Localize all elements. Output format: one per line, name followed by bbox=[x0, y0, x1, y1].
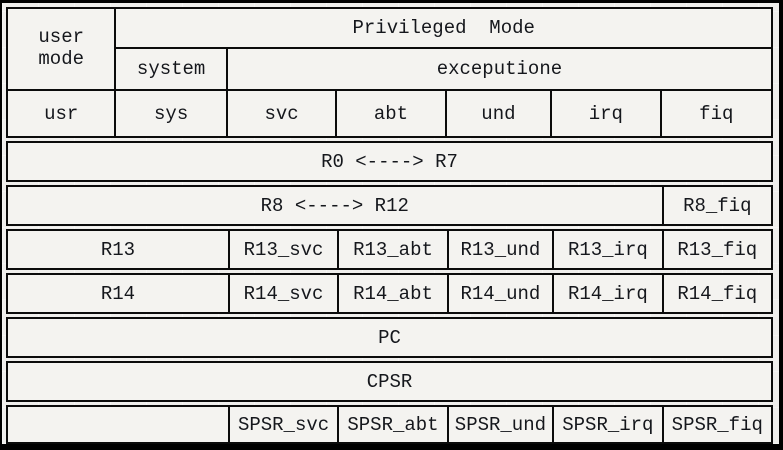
cell-mode-svc: svc bbox=[227, 91, 338, 136]
cell-exception: exceputione bbox=[227, 49, 771, 91]
register-row-spsr: SPSR_svc SPSR_abt SPSR_und SPSR_irq SPSR… bbox=[6, 405, 773, 444]
cell-privileged-mode: Privileged Mode bbox=[116, 9, 771, 49]
cell-cpsr: CPSR bbox=[8, 363, 771, 400]
cell-r0-r7: R0 <----> R7 bbox=[8, 143, 771, 180]
cell-system: system bbox=[116, 49, 228, 91]
cell-mode-abt: abt bbox=[337, 91, 447, 136]
cell-spsr-abt: SPSR_abt bbox=[337, 407, 447, 442]
cell-r14: R14 bbox=[8, 275, 228, 312]
cell-mode-fiq: fiq bbox=[661, 91, 771, 136]
cell-mode-und: und bbox=[446, 91, 553, 136]
cell-r14-svc: R14_svc bbox=[227, 275, 338, 312]
cell-r14-irq: R14_irq bbox=[552, 275, 662, 312]
cell-spsr-und: SPSR_und bbox=[446, 407, 553, 442]
cell-spsr-svc: SPSR_svc bbox=[227, 407, 338, 442]
register-row-r8-r12: R8 <----> R12 R8_fiq bbox=[6, 185, 773, 226]
user-mode-label-line2: mode bbox=[38, 48, 85, 70]
cell-spsr-empty bbox=[8, 407, 228, 442]
cell-r13-und: R13_und bbox=[446, 231, 553, 268]
cell-spsr-irq: SPSR_irq bbox=[552, 407, 662, 442]
cell-r13: R13 bbox=[8, 231, 228, 268]
cell-mode-irq: irq bbox=[552, 91, 662, 136]
cell-r13-irq: R13_irq bbox=[552, 231, 662, 268]
cell-r13-abt: R13_abt bbox=[337, 231, 447, 268]
register-row-pc: PC bbox=[6, 317, 773, 358]
cell-pc: PC bbox=[8, 319, 771, 356]
user-mode-label-line1: user bbox=[38, 26, 85, 49]
register-row-r0-r7: R0 <----> R7 bbox=[6, 141, 773, 182]
cell-r14-und: R14_und bbox=[446, 275, 553, 312]
cell-r13-svc: R13_svc bbox=[227, 231, 338, 268]
cell-mode-usr: usr bbox=[8, 91, 117, 136]
cell-user-mode: user mode bbox=[8, 9, 117, 91]
register-row-r14: R14 R14_svc R14_abt R14_und R14_irq R14_… bbox=[6, 273, 773, 314]
register-table: user mode Privileged Mode system exceput… bbox=[6, 7, 773, 444]
cell-r8-fiq: R8_fiq bbox=[661, 187, 771, 224]
register-row-r13: R13 R13_svc R13_abt R13_und R13_irq R13_… bbox=[6, 229, 773, 270]
cell-spsr-fiq: SPSR_fiq bbox=[661, 407, 771, 442]
register-row-cpsr: CPSR bbox=[6, 361, 773, 402]
cell-mode-sys: sys bbox=[116, 91, 228, 136]
mode-header-block: user mode Privileged Mode system exceput… bbox=[6, 7, 773, 138]
cell-r14-abt: R14_abt bbox=[337, 275, 447, 312]
cell-r14-fiq: R14_fiq bbox=[661, 275, 771, 312]
cell-r13-fiq: R13_fiq bbox=[661, 231, 771, 268]
cell-r8-r12: R8 <----> R12 bbox=[8, 187, 662, 224]
